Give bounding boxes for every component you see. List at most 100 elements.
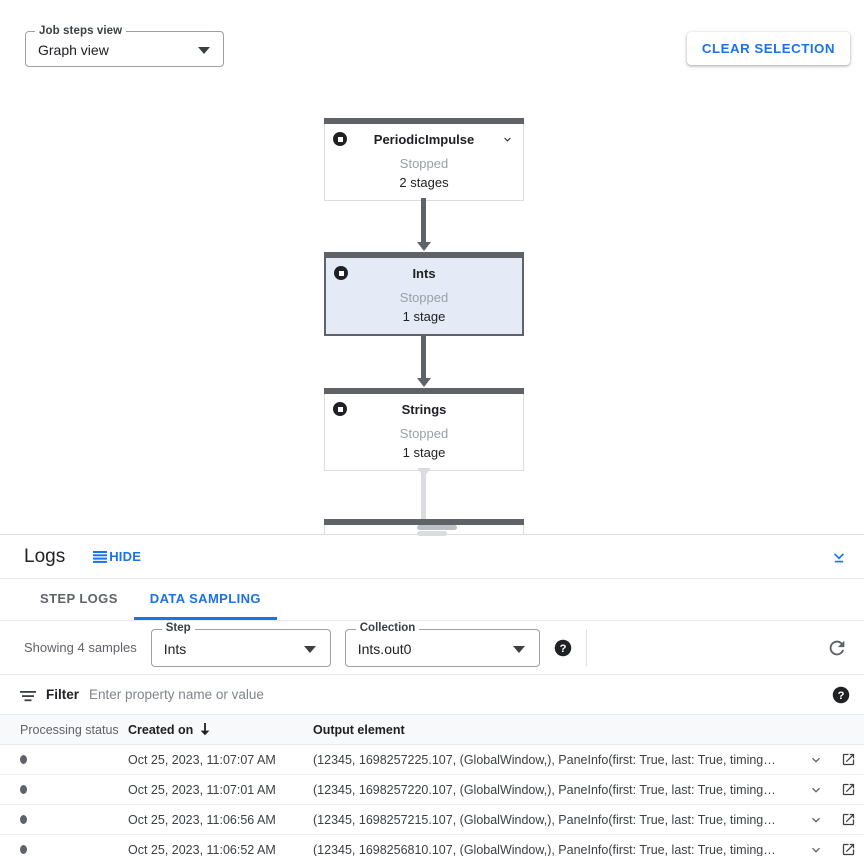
- node-status: Stopped: [399, 156, 449, 171]
- logs-panel: Logs HIDE STEP: [0, 531, 864, 856]
- graph-edge-3: [421, 470, 426, 520]
- graph-node-ints[interactable]: Ints Stopped 1 stage: [324, 252, 524, 336]
- node-top-bar: [324, 118, 524, 124]
- graph-edge-arrow-1: [417, 242, 431, 251]
- stop-icon: [334, 266, 348, 280]
- table-row[interactable]: Oct 25, 2023, 11:07:01 AM (12345, 169825…: [0, 775, 864, 805]
- node-status: Stopped: [399, 290, 449, 305]
- status-dot-icon: [20, 815, 27, 824]
- graph-canvas[interactable]: PeriodicImpulse Stopped 2 stages Ints St: [0, 0, 864, 534]
- table-row[interactable]: Oct 25, 2023, 11:06:56 AM (12345, 169825…: [0, 805, 864, 835]
- expand-row-chevron-icon[interactable]: [800, 752, 832, 768]
- svg-text:?: ?: [559, 643, 566, 655]
- graph-edge-arrow-2: [417, 378, 431, 387]
- filter-help-icon[interactable]: ?: [832, 686, 850, 704]
- refresh-button[interactable]: [824, 635, 850, 661]
- logs-tabs: STEP LOGS DATA SAMPLING: [0, 579, 864, 621]
- node-header: PeriodicImpulse: [325, 124, 523, 154]
- hide-label: HIDE: [109, 549, 142, 564]
- showing-samples-text: Showing 4 samples: [24, 640, 137, 655]
- samples-table-header: Processing status Created on Output elem…: [0, 715, 864, 745]
- cell-created-on: Oct 25, 2023, 11:06:56 AM: [128, 812, 276, 827]
- filter-label: Filter: [46, 687, 80, 702]
- logs-title: Logs: [24, 545, 66, 567]
- collection-select-value: Ints.out0: [357, 640, 412, 657]
- node-title: Ints: [412, 265, 436, 281]
- stop-icon: [333, 132, 347, 146]
- cell-created-on: Oct 25, 2023, 11:07:01 AM: [128, 782, 276, 797]
- dropdown-arrow-icon: [198, 47, 210, 54]
- graph-edge-1: [421, 198, 426, 244]
- graph-node-strings[interactable]: Strings Stopped 1 stage: [324, 388, 524, 471]
- node-stages: 2 stages: [399, 175, 449, 190]
- graph-horizontal-scrollbar[interactable]: [417, 525, 457, 530]
- samples-table-body: Oct 25, 2023, 11:07:07 AM (12345, 169825…: [0, 745, 864, 856]
- filter-input[interactable]: [89, 687, 822, 702]
- status-dot-icon: [20, 755, 27, 764]
- node-top-bar: [324, 252, 524, 258]
- cell-processing-status: [0, 815, 128, 824]
- cell-processing-status: [0, 845, 128, 854]
- collection-select[interactable]: Collection Ints.out0: [344, 621, 540, 667]
- data-sampling-controls: Showing 4 samples Step Ints Collection I…: [0, 621, 864, 675]
- job-steps-view-select[interactable]: Job steps view Graph view: [25, 25, 224, 67]
- table-row[interactable]: Oct 25, 2023, 11:06:52 AM (12345, 169825…: [0, 835, 864, 856]
- open-in-new-icon[interactable]: [832, 782, 864, 797]
- graph-node-periodicimpulse[interactable]: PeriodicImpulse Stopped 2 stages: [324, 118, 524, 201]
- tab-step-logs[interactable]: STEP LOGS: [40, 590, 118, 606]
- cell-processing-status: [0, 785, 128, 794]
- help-icon[interactable]: ?: [554, 639, 572, 657]
- cell-output-element: (12345, 1698256810.107, (GlobalWindow,),…: [313, 842, 776, 856]
- sort-descending-icon: [199, 723, 211, 736]
- node-header: Ints: [326, 258, 522, 288]
- job-steps-view-value: Graph view: [38, 43, 109, 57]
- filter-icon: [20, 689, 36, 701]
- step-select-label: Step: [161, 621, 195, 634]
- column-header-output-element[interactable]: Output element: [313, 722, 405, 737]
- dropdown-arrow-icon: [512, 645, 525, 653]
- svg-text:?: ?: [838, 690, 845, 702]
- tab-data-sampling[interactable]: DATA SAMPLING: [133, 579, 277, 620]
- open-in-new-icon[interactable]: [832, 752, 864, 767]
- expand-row-chevron-icon[interactable]: [800, 812, 832, 828]
- graph-toolbar: Job steps view Graph view CLEAR SELECTIO…: [0, 0, 864, 88]
- job-graph-area: PeriodicImpulse Stopped 2 stages Ints St: [0, 0, 864, 535]
- expand-row-chevron-icon[interactable]: [800, 842, 832, 856]
- logs-header: Logs HIDE: [0, 535, 864, 579]
- cell-created-on: Oct 25, 2023, 11:06:52 AM: [128, 842, 276, 856]
- node-status: Stopped: [399, 426, 449, 441]
- node-stages: 1 stage: [402, 309, 446, 324]
- column-header-processing-status[interactable]: Processing status: [20, 722, 119, 737]
- node-top-bar: [324, 388, 524, 394]
- status-dot-icon: [20, 785, 27, 794]
- hide-logs-button[interactable]: HIDE: [93, 549, 141, 564]
- cell-created-on: Oct 25, 2023, 11:07:07 AM: [128, 752, 276, 767]
- step-select[interactable]: Step Ints: [150, 621, 331, 667]
- node-title: Strings: [401, 401, 447, 417]
- node-top-bar: [324, 519, 524, 525]
- filter-bar: Filter ?: [0, 675, 864, 715]
- graph-edge-arrow-3: [417, 468, 431, 477]
- panel-resize-handle[interactable]: [417, 531, 447, 536]
- clear-selection-button[interactable]: CLEAR SELECTION: [686, 32, 850, 65]
- cell-output-element: (12345, 1698257220.107, (GlobalWindow,),…: [313, 782, 776, 797]
- table-row[interactable]: Oct 25, 2023, 11:07:07 AM (12345, 169825…: [0, 745, 864, 775]
- node-stages: 1 stage: [402, 445, 446, 460]
- cell-processing-status: [0, 755, 128, 764]
- collapse-panel-button[interactable]: [828, 546, 850, 568]
- open-in-new-icon[interactable]: [832, 842, 864, 856]
- job-steps-view-label: Job steps view: [35, 25, 127, 37]
- node-header: Strings: [325, 394, 523, 424]
- stop-icon: [333, 402, 347, 416]
- chevron-down-icon[interactable]: [501, 133, 514, 146]
- column-header-created-on-label: Created on: [128, 722, 194, 737]
- open-in-new-icon[interactable]: [832, 812, 864, 827]
- dropdown-arrow-icon: [303, 645, 316, 653]
- graph-edge-2: [421, 334, 426, 380]
- column-header-created-on[interactable]: Created on: [128, 723, 313, 737]
- expand-row-chevron-icon[interactable]: [800, 782, 832, 798]
- step-select-value: Ints: [163, 640, 187, 657]
- status-dot-icon: [20, 845, 27, 854]
- collection-select-label: Collection: [355, 621, 420, 634]
